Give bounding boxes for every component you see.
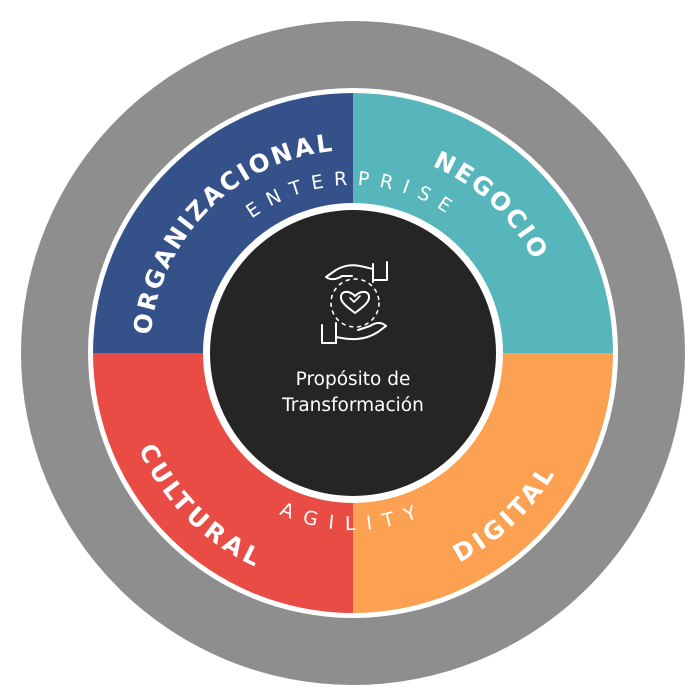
hands-heart-icon <box>321 261 388 344</box>
center-title-line2: Transformación <box>281 395 424 416</box>
center-circle <box>210 210 496 496</box>
center-title-line1: Propósito de <box>296 369 411 390</box>
